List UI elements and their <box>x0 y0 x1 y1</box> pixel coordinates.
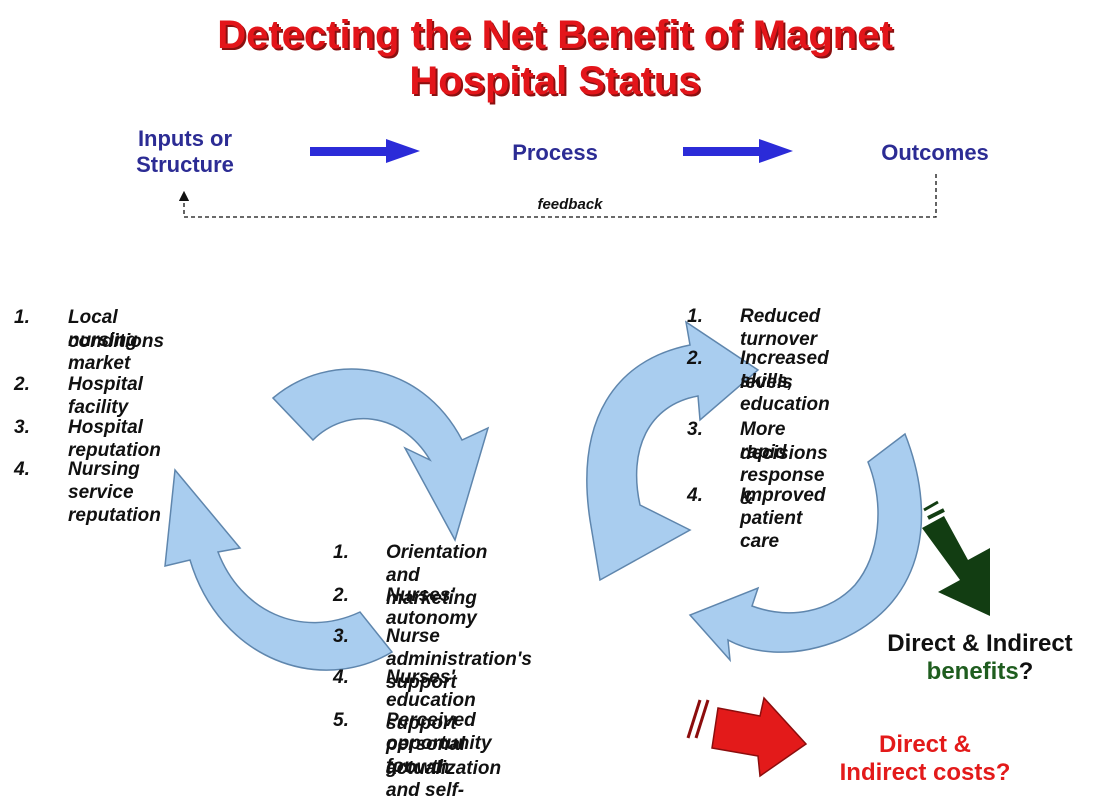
title-line-1: Detecting the Net Benefit of Magnet <box>217 13 893 57</box>
inputs-item-4-line-1: Nursing service reputation <box>68 459 161 526</box>
feedback-label: feedback <box>537 196 603 213</box>
process-item-3-num: 3. <box>333 626 349 647</box>
stage-inputs-line-2: Structure <box>136 152 234 177</box>
costs-block-arrow-icon <box>686 696 808 778</box>
outcomes-item-2-line-1: Increased skills, education <box>740 348 830 415</box>
process-item-1-line-1: Orientation and marketing <box>386 542 488 609</box>
outcomes-item-4-num: 4. <box>687 485 703 506</box>
outcomes-item-1-num: 1. <box>687 306 703 327</box>
process-item-3-line-1: Nurse administration's support <box>386 626 532 693</box>
cycle-arrow-bottom-right-icon <box>688 432 923 663</box>
inputs-item-2-line-1: Hospital facility <box>68 374 143 418</box>
benefits-word: benefits <box>926 658 1019 685</box>
page-title: Detecting the Net Benefit of Magnet Hosp… <box>0 12 1110 104</box>
outcomes-item-1-line-1: Reduced turnover <box>740 306 821 350</box>
inputs-item-4-num: 4. <box>14 459 30 480</box>
flow-arrow-right-icon <box>310 139 420 163</box>
process-item-4-line-1: Nurses' education support <box>386 667 476 734</box>
inputs-item-1-line-2: conditions <box>68 331 165 352</box>
process-item-5-line-1: Perceived opportunity for <box>386 710 492 777</box>
process-item-2-num: 2. <box>333 585 349 606</box>
stage-outcomes-label: Outcomes <box>881 140 989 165</box>
process-item-1-num: 1. <box>333 542 349 563</box>
costs-line-2: Indirect costs? <box>839 759 1011 786</box>
outcomes-item-3-line-1: More rapid response & <box>740 419 825 509</box>
cycle-arrow-bottom-left-icon <box>164 468 394 671</box>
inputs-item-3-line-1: Hospital reputation <box>68 417 161 461</box>
flow-arrow-right-icon <box>683 139 793 163</box>
stage-process-label: Process <box>512 140 598 165</box>
outcomes-item-3-line-2: decisions <box>740 443 828 464</box>
benefits-line-2: benefits? <box>850 658 1110 686</box>
outcomes-item-3-num: 3. <box>687 419 703 440</box>
benefits-block-arrow-icon <box>922 500 990 616</box>
stage-inputs-label: Inputs or Structure <box>110 126 260 178</box>
benefits-line-1: Direct & Indirect <box>887 630 1073 657</box>
inputs-item-1-line-1: Local nursing market <box>68 307 138 374</box>
inputs-item-3-num: 3. <box>14 417 30 438</box>
costs-line-1: Direct & <box>878 731 972 758</box>
cycle-arrow-top-left-icon <box>271 368 490 542</box>
costs-question: Direct & Indirect costs? <box>800 731 1050 787</box>
title-line-2: Hospital Status <box>409 59 701 103</box>
benefits-question-mark: ? <box>1018 658 1034 685</box>
inputs-item-2-num: 2. <box>14 374 30 395</box>
process-item-5-line-3: actualization <box>386 758 502 779</box>
process-item-2-line-1: Nurses' autonomy <box>386 585 477 629</box>
benefits-question: Direct & Indirect benefits? <box>850 630 1110 686</box>
process-item-4-num: 4. <box>333 667 349 688</box>
process-item-5-num: 5. <box>333 710 349 731</box>
inputs-item-1-num: 1. <box>14 307 30 328</box>
outcomes-item-4-line-1: Improved patient care <box>740 485 826 552</box>
outcomes-item-2-num: 2. <box>687 348 703 369</box>
stage-inputs-line-1: Inputs or <box>137 126 233 151</box>
cycle-arrow-top-right-icon <box>586 320 760 582</box>
feedback-dashed-arrow-icon <box>178 174 937 218</box>
outcomes-item-2-line-2: levels <box>740 372 793 393</box>
